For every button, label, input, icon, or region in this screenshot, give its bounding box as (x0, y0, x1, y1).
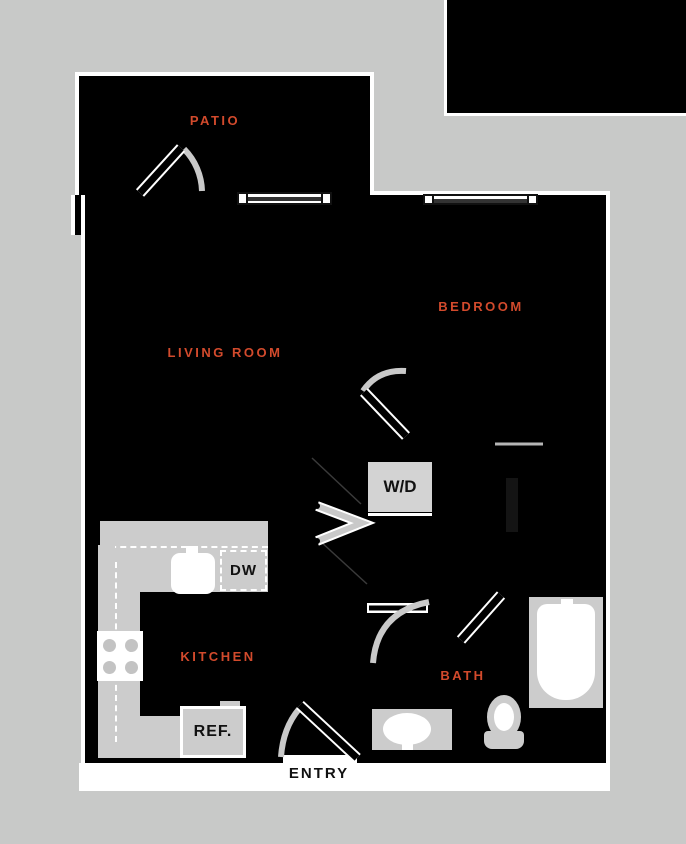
wall-stub-outline (71, 195, 75, 235)
toilet-bowl (494, 703, 514, 731)
neighbor-outline-bottom (444, 113, 686, 116)
closet-wall-faint (506, 478, 518, 532)
dishwasher-box: DW (220, 550, 267, 591)
room-label-living-room: LIVING ROOM (167, 345, 283, 360)
neighbor-outline-left (444, 0, 447, 116)
kitchen-counter-edge (100, 517, 268, 521)
door-leaf (297, 702, 360, 761)
cabinet-dash-line (100, 546, 268, 548)
door-swing-icon (181, 146, 205, 192)
door-swing-icon (370, 599, 430, 664)
sink-faucet (186, 546, 198, 560)
hall-wall-edge (319, 540, 368, 585)
bifold-hinge (314, 503, 320, 509)
kitchen-counter-bottom (98, 716, 182, 758)
vanity-faucet (402, 737, 413, 750)
door-leaf (137, 145, 184, 196)
bathtub-basin (537, 604, 595, 700)
room-label-bedroom: BEDROOM (438, 299, 524, 314)
burner (125, 661, 138, 674)
dishwasher-label: DW (230, 562, 257, 579)
refrigerator-box: REF. (180, 706, 246, 758)
bathtub-faucet (561, 599, 573, 613)
entry-label: ENTRY (288, 765, 350, 782)
toilet-tank (484, 731, 524, 749)
unit-area (85, 195, 606, 763)
burner (103, 639, 116, 652)
window-mullion (321, 194, 323, 203)
burner (125, 639, 138, 652)
window-icon (423, 194, 538, 205)
bifold-door-icon (315, 503, 371, 544)
bottom-outline-band (79, 763, 610, 791)
patio-outline-right (370, 76, 374, 195)
patio-area (79, 76, 370, 195)
refrigerator-tab (220, 701, 240, 708)
hall-wall-edge (311, 457, 362, 505)
unit-outline-right (606, 191, 610, 765)
refrigerator-label: REF. (193, 723, 233, 740)
washer-dryer-label: W/D (383, 477, 417, 496)
window-pane (248, 197, 321, 201)
window-icon (237, 192, 332, 205)
unit-outline-top (370, 191, 610, 195)
window-mullion (527, 196, 529, 203)
door-leaf (458, 592, 504, 643)
room-label-kitchen: KITCHEN (180, 649, 256, 664)
entry-opening (283, 755, 357, 765)
washer-dryer-underline (368, 513, 432, 516)
patio-outline-left (75, 72, 79, 195)
kitchen-counter-top (100, 521, 268, 545)
neighbor-building-mass (447, 0, 686, 113)
door-leaf (361, 389, 409, 439)
door-swing-icon (278, 707, 302, 758)
door-swing-icon (360, 367, 407, 393)
bifold-hinge (314, 538, 320, 544)
burner (103, 661, 116, 674)
unit-outline-left (81, 195, 85, 765)
patio-outline-top (75, 72, 374, 76)
window-mullion (246, 194, 248, 203)
washer-dryer-box: W/D (368, 462, 432, 512)
window-mullion (432, 196, 434, 203)
room-label-bath: BATH (440, 668, 486, 683)
window-pane (434, 199, 527, 203)
room-label-patio: PATIO (189, 113, 241, 128)
